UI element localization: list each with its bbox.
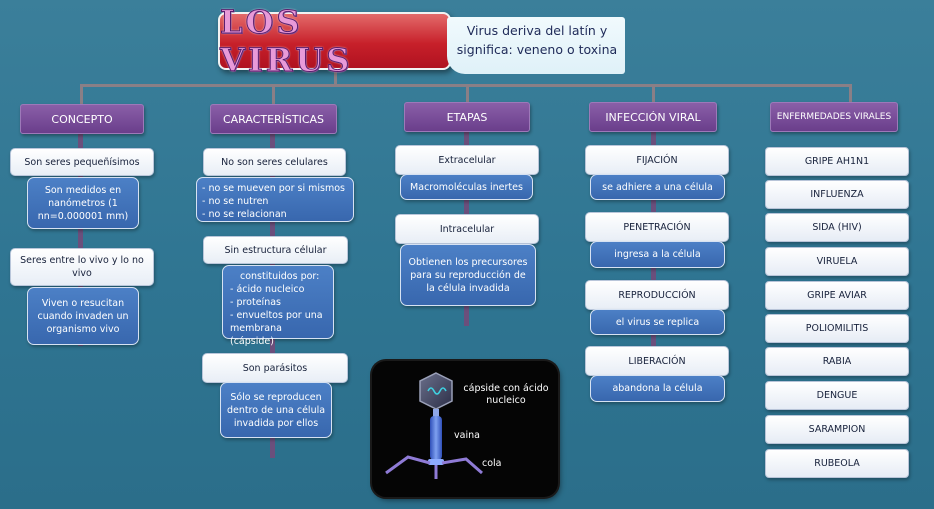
node-reproduccion[interactable]: REPRODUCCIÓN <box>585 280 729 310</box>
bacteriophage-icon <box>385 372 483 479</box>
header-infeccion-viral[interactable]: INFECCIÓN VIRAL <box>589 102 717 132</box>
desc-item: - ácido nucleico <box>230 284 305 295</box>
node-sin-estructura[interactable]: Sin estructura célular <box>203 236 348 264</box>
label-cola: cola <box>482 458 502 469</box>
desc-precursores: Obtienen los precursores para su reprodu… <box>400 244 536 306</box>
connector-etapas <box>466 84 469 102</box>
desc-item: - proteínas <box>230 297 281 308</box>
connector-enfermedades <box>849 84 852 102</box>
desc-item: constituidos por: <box>240 271 320 282</box>
node-intracelular[interactable]: Intracelular <box>395 214 539 244</box>
desc-viven-resucitan: Viven o resucitan cuando invaden un orga… <box>27 287 139 345</box>
desc-parasitos: Sólo se reproducen dentro de una célula … <box>220 382 332 438</box>
main-connector <box>334 70 337 86</box>
desc-item: - no se nutren <box>202 196 269 207</box>
connector-concepto <box>80 84 83 106</box>
header-etapas[interactable]: ETAPAS <box>404 102 530 132</box>
disease-item-sida[interactable]: SIDA (HIV) <box>765 213 909 242</box>
bacteriophage-illustration: cápside con ácido nucleico vaina cola <box>372 361 558 497</box>
label-vaina: vaina <box>454 430 480 441</box>
etymology-note: Virus deriva del latín y significa: vene… <box>447 17 625 74</box>
disease-item-poliomilitis[interactable]: POLIOMILITIS <box>765 314 909 343</box>
node-liberacion[interactable]: LIBERACIÓN <box>585 346 729 376</box>
header-caracteristicas[interactable]: CARACTERÍSTICAS <box>210 104 337 134</box>
disease-item-gripe-ah1n1[interactable]: GRIPE AH1N1 <box>765 147 909 176</box>
node-penetracion[interactable]: PENETRACIÓN <box>585 212 729 242</box>
label-capside: cápside con ácido nucleico <box>463 383 549 406</box>
disease-item-viruela[interactable]: VIRUELA <box>765 247 909 276</box>
stem-concepto <box>78 134 83 346</box>
connector-caracteristicas <box>272 84 275 106</box>
disease-item-sarampion[interactable]: SARAMPION <box>765 415 909 444</box>
page-title: LOS VIRUS <box>220 3 353 80</box>
disease-item-rabia[interactable]: RABIA <box>765 347 909 376</box>
desc-item: - no se relacionan <box>202 209 287 220</box>
node-no-celulares[interactable]: No son seres celulares <box>203 148 346 176</box>
header-enfermedades-virales[interactable]: ENFERMEDADES VIRALES <box>770 102 898 132</box>
desc-fijacion: se adhiere a una célula <box>590 174 725 200</box>
title-box: LOS VIRUS <box>218 3 451 80</box>
disease-item-dengue[interactable]: DENGUE <box>765 381 909 410</box>
disease-item-gripe-aviar[interactable]: GRIPE AVIAR <box>765 281 909 310</box>
disease-item-rubeola[interactable]: RUBEOLA <box>765 449 909 478</box>
node-seres-pequenisimos[interactable]: Son seres pequeñísimos <box>10 148 154 176</box>
node-entre-vivo-no-vivo[interactable]: Seres entre lo vivo y lo no vivo <box>10 248 154 286</box>
desc-nanometros: Son medidos en nanómetros (1 nn=0.000001… <box>27 177 139 229</box>
desc-penetracion: ingresa a la célula <box>590 241 725 268</box>
disease-item-influenza[interactable]: INFLUENZA <box>765 180 909 209</box>
header-concepto[interactable]: CONCEPTO <box>20 104 144 134</box>
desc-no-celulares: - no se mueven por si mismos - no se nut… <box>196 177 354 222</box>
desc-item: - envueltos por una membrana (cápside) <box>230 310 323 347</box>
node-parasitos[interactable]: Son parásitos <box>202 353 348 383</box>
connector-infeccion <box>652 84 655 102</box>
desc-item: - no se mueven por si mismos <box>202 183 345 194</box>
node-extracelular[interactable]: Extracelular <box>395 145 539 175</box>
desc-reproduccion: el virus se replica <box>590 309 725 335</box>
desc-sin-estructura: constituidos por: - ácido nucleico - pro… <box>222 265 334 347</box>
desc-macromoleculas: Macromoléculas inertes <box>400 174 533 200</box>
desc-liberacion: abandona la célula <box>590 375 725 402</box>
node-fijacion[interactable]: FIJACIÓN <box>585 145 729 175</box>
